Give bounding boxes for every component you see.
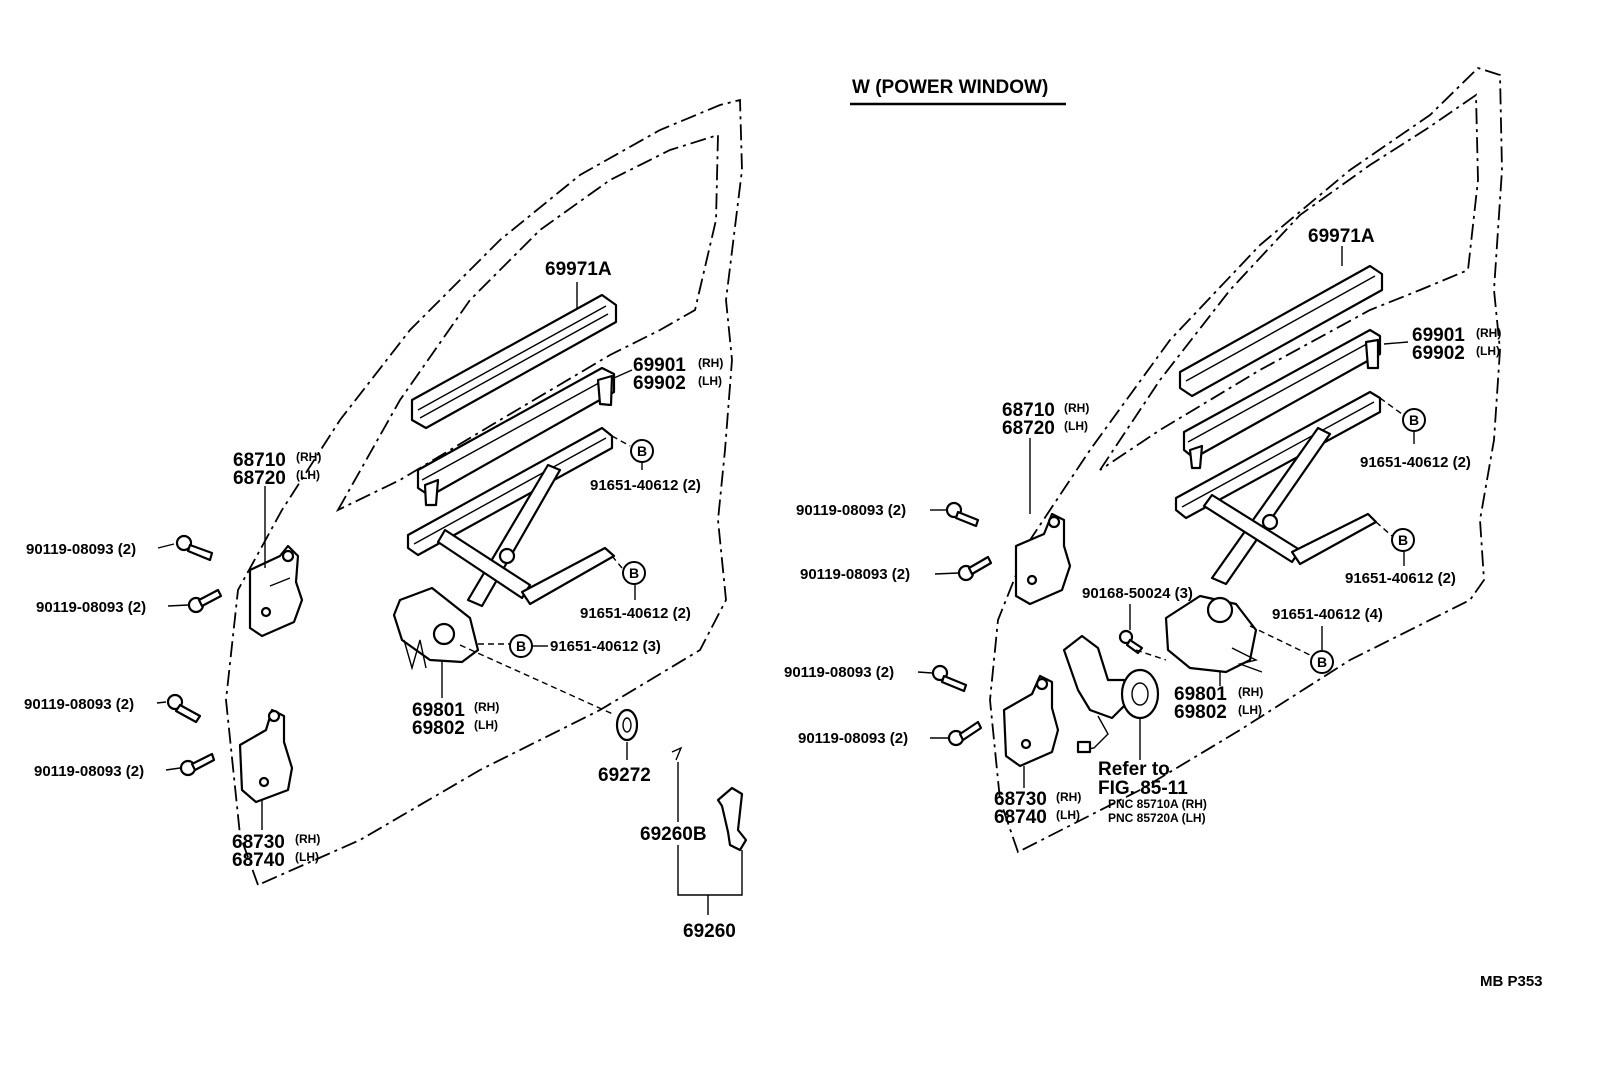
part-suffix: (LH) (474, 718, 498, 732)
part-label-69260: 69260 (683, 921, 736, 942)
section-title: W (POWER WINDOW) (852, 77, 1048, 98)
bolt-icon (166, 693, 202, 724)
part-suffix: (LH) (1476, 344, 1500, 358)
bolt-label: 90119-08093 (2) (798, 730, 908, 747)
part-suffix: (RH) (1476, 326, 1501, 340)
pnc-label: PNC 85710A (RH) (1108, 797, 1207, 811)
bolt-icon (187, 588, 223, 614)
part-label-68730: 68730 (232, 832, 285, 853)
pnc-label: PNC 85720A (LH) (1108, 811, 1206, 825)
bolt-icon (945, 501, 980, 528)
screw-label: 91651-40612 (2) (580, 605, 691, 622)
bolt-label: 90119-08093 (2) (24, 696, 134, 713)
glass-run-channel (1178, 264, 1384, 398)
bolt-icon (957, 555, 993, 582)
part-label-68710: 68710 (233, 450, 286, 471)
part-label-68740: 68740 (232, 850, 285, 871)
svg-text:B: B (1409, 412, 1419, 428)
screw-label: 90168-50024 (3) (1082, 585, 1193, 602)
bolt-label: 90119-08093 (2) (784, 664, 894, 681)
lower-hinge (1002, 674, 1060, 768)
part-label-68720: 68720 (233, 468, 286, 489)
callout-b-marker: B (509, 634, 533, 658)
screw-label: 91651-40612 (2) (1360, 454, 1471, 471)
window-opening (1099, 93, 1479, 471)
screw-label: 91651-40612 (4) (1272, 606, 1383, 623)
part-suffix: (RH) (1056, 790, 1081, 804)
callout-b-marker: B (630, 439, 654, 463)
door-outline (225, 98, 743, 887)
svg-text:B: B (637, 443, 647, 459)
power-window-assembly: W (POWER WINDOW) (784, 66, 1503, 854)
callout-b-marker: B (622, 561, 646, 585)
part-suffix: (RH) (295, 832, 320, 846)
bolt-label: 90119-08093 (2) (34, 763, 144, 780)
svg-text:B: B (516, 638, 526, 654)
run-channel (1182, 328, 1382, 470)
washer-icon (615, 708, 639, 742)
upper-hinge (248, 544, 304, 638)
bolt-label: 90119-08093 (2) (36, 599, 146, 616)
part-suffix: (RH) (698, 356, 723, 370)
part-suffix: (RH) (474, 700, 499, 714)
window-crank-handle (671, 746, 748, 852)
screw-label: 91651-40612 (3) (550, 638, 661, 655)
part-label-68710: 68710 (1002, 400, 1055, 421)
bolt-label: 90119-08093 (2) (26, 541, 136, 558)
screw-label: 91651-40612 (2) (1345, 570, 1456, 587)
part-label-69801: 69801 (412, 700, 465, 721)
bolt-icon (931, 664, 968, 693)
part-label-68730: 68730 (994, 789, 1047, 810)
refer-text: Refer to (1098, 759, 1170, 780)
part-suffix: (RH) (1238, 685, 1263, 699)
svg-text:B: B (629, 565, 639, 581)
part-suffix: (LH) (1064, 419, 1088, 433)
bolt-icon (175, 534, 214, 562)
bolt-label: 90119-08093 (2) (800, 566, 910, 583)
part-label-68720: 68720 (1002, 418, 1055, 439)
part-label-69802: 69802 (1174, 702, 1227, 723)
part-label-69901: 69901 (1412, 325, 1465, 346)
bolt-label: 90119-08093 (2) (796, 502, 906, 519)
svg-text:B: B (1398, 532, 1408, 548)
part-suffix: (LH) (698, 374, 722, 388)
part-suffix: (LH) (1056, 808, 1080, 822)
manual-window-assembly: B B B 69971A 69901 (RH) 69902 (LH) 68710… (24, 98, 748, 942)
part-label-69272: 69272 (598, 765, 651, 786)
part-suffix: (RH) (1064, 401, 1089, 415)
screw-label: 91651-40612 (2) (590, 477, 701, 494)
lower-hinge (238, 708, 294, 804)
callout-b-marker: B (1402, 408, 1426, 432)
part-label-69971a: 69971A (545, 259, 612, 280)
bolt-icon (179, 752, 216, 777)
screw-icon (1118, 629, 1144, 655)
part-label-69802: 69802 (412, 718, 465, 739)
part-label-69801: 69801 (1174, 684, 1227, 705)
svg-text:B: B (1317, 654, 1327, 670)
upper-hinge (1014, 512, 1072, 606)
part-label-69902: 69902 (1412, 343, 1465, 364)
part-label-69260b: 69260B (640, 824, 707, 845)
part-label-69971a: 69971A (1308, 226, 1375, 247)
part-suffix: (LH) (296, 468, 320, 482)
part-label-69901: 69901 (633, 355, 686, 376)
part-label-69902: 69902 (633, 373, 686, 394)
refer-figure: FIG. 85-11 (1098, 778, 1188, 799)
power-window-motor (1062, 634, 1160, 754)
callout-b-marker: B (1310, 650, 1334, 674)
part-suffix: (LH) (1238, 703, 1262, 717)
window-opening (335, 133, 719, 513)
run-channel (416, 366, 616, 507)
part-label-68740: 68740 (994, 807, 1047, 828)
glass-run-channel (410, 293, 618, 430)
callout-b-marker: B (1391, 528, 1415, 552)
part-suffix: (RH) (296, 450, 321, 464)
part-suffix: (LH) (295, 850, 319, 864)
page-code: MB P353 (1480, 973, 1543, 990)
window-regulator-arm (392, 426, 616, 671)
bolt-icon (947, 720, 983, 747)
